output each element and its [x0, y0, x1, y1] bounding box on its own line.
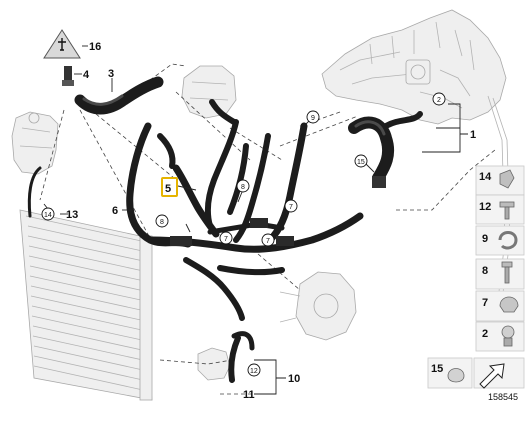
band-clamp-icon-15 [447, 368, 465, 383]
callout-circle-7-mid: 7 [219, 231, 233, 245]
svg-text:7: 7 [224, 236, 228, 243]
svg-text:2: 2 [437, 97, 441, 104]
legend-label-9: 9 [482, 233, 488, 245]
part-6-label: 6 [112, 205, 118, 217]
svg-text:8: 8 [241, 184, 245, 191]
hose-clamp-icon-9 [498, 231, 518, 250]
water-pump-ghost [279, 271, 357, 341]
legend-label-2: 2 [482, 328, 488, 340]
hose-5 [172, 99, 239, 238]
fastener-legend: 14 12 9 8 7 2 15 [427, 165, 525, 402]
callout-circle-9: 9 [306, 110, 320, 124]
hose-3 [74, 76, 164, 115]
svg-text:15: 15 [357, 159, 365, 166]
svg-text:7: 7 [289, 204, 293, 211]
part-13-label: 13 [66, 209, 78, 221]
part-16-label: 16 [89, 41, 101, 53]
part-11-label: 11 [243, 389, 255, 401]
callout-circle-8-right: 8 [236, 179, 250, 193]
arrow-icon [479, 363, 505, 389]
part-5-label: 5 [165, 183, 171, 195]
clip-icon-14 [499, 169, 515, 189]
expansion-tank-ghost [11, 111, 59, 175]
callout-circle-7-right: 7 [284, 199, 298, 213]
engine-block-ghost [321, 9, 511, 301]
reference-number: 158545 [488, 392, 518, 402]
callout-circle-14: 14 [41, 207, 55, 221]
callout-circle-15: 15 [354, 154, 368, 168]
callout-circle-12: 12 [247, 363, 261, 377]
part-5-highlight-box [161, 177, 178, 197]
hose-manifold [148, 212, 364, 321]
heater-valve-ghost [197, 347, 231, 381]
legend-label-8: 8 [482, 265, 488, 277]
line-radiator-feed [27, 166, 42, 218]
callout-circle-8-left: 8 [155, 214, 169, 228]
svg-text:9: 9 [311, 115, 315, 122]
part-3-label: 3 [108, 68, 114, 80]
bolt-icon-8 [501, 261, 513, 284]
hose-1 [348, 111, 423, 184]
vent-screw-4 [62, 66, 74, 86]
plug-icon-2 [501, 325, 515, 347]
svg-text:7: 7 [266, 238, 270, 245]
part-10-label: 10 [288, 373, 300, 385]
spring-clamp-icon-7 [499, 296, 519, 313]
callout-circle-2: 2 [432, 92, 446, 106]
legend-label-12: 12 [479, 201, 491, 213]
part-1-label: 1 [470, 129, 476, 141]
part-4-label: 4 [83, 69, 90, 81]
radiator [19, 209, 153, 401]
svg-text:14: 14 [44, 212, 52, 219]
legend-label-7: 7 [482, 297, 488, 309]
svg-text:12: 12 [250, 368, 258, 375]
clamp-15-part [372, 176, 386, 188]
callout-circle-7-lower: 7 [261, 233, 275, 247]
svg-text:8: 8 [160, 219, 164, 226]
warning-triangle-icon [43, 29, 81, 59]
legend-label-15: 15 [431, 363, 443, 375]
screw-icon-12 [499, 201, 515, 220]
legend-label-14: 14 [479, 171, 492, 183]
thermostat-housing-ghost [181, 65, 237, 119]
hose-10 [228, 331, 255, 383]
